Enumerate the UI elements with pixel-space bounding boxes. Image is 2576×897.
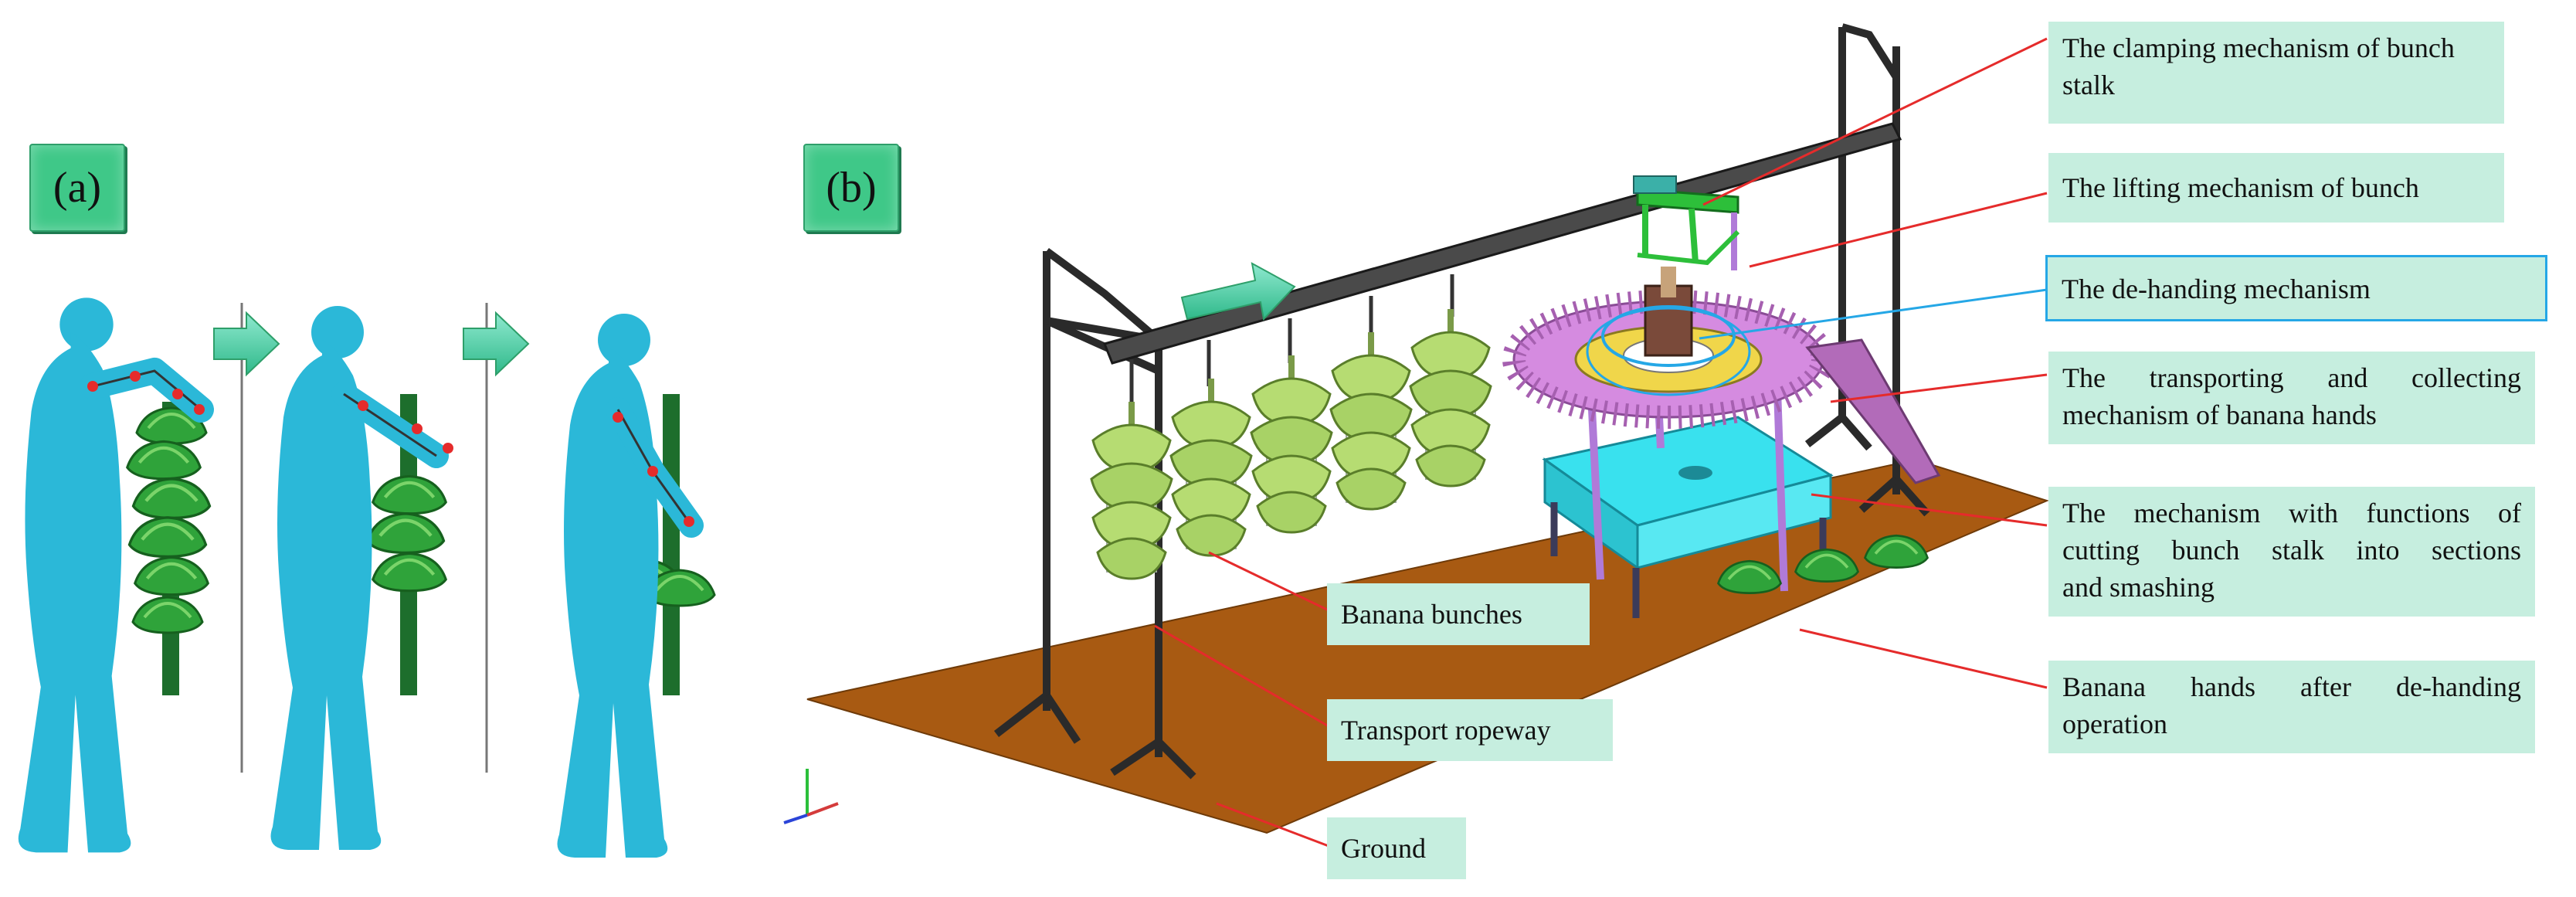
collecting-ring — [1502, 290, 1941, 484]
joint-marker — [443, 443, 453, 454]
label-ground: Ground — [1327, 817, 1466, 879]
joint-marker — [358, 400, 368, 411]
label-dehanding-mechanism: The de-handing mechanism — [2045, 255, 2547, 321]
leader-line-highlight — [1699, 288, 2048, 340]
joint-marker — [412, 423, 423, 434]
joint-marker — [194, 404, 205, 415]
label-transport-ropeway: Transport ropeway — [1327, 699, 1613, 761]
joint-marker — [613, 412, 623, 423]
operator-figure — [270, 306, 453, 850]
lifting-mechanism — [1633, 175, 1740, 270]
joint-marker — [172, 389, 183, 399]
leader-lines — [1154, 37, 2048, 848]
panel-a — [18, 297, 716, 858]
label-hands-after-dehanding: Banana hands after de-handing operation — [2048, 661, 2535, 753]
label-line: and smashing — [2062, 572, 2215, 603]
label-line: The mechanism with functions of — [2062, 498, 2521, 528]
panel-b — [783, 23, 2049, 848]
progress-arrow-icon — [1180, 262, 1296, 321]
label-cutting-mechanism: The mechanism with functions of cutting … — [2048, 487, 2535, 617]
label-transporting-mechanism: The transporting and collecting mechanis… — [2048, 352, 2535, 444]
label-banana-bunches: Banana bunches — [1327, 583, 1590, 645]
label-line: The clamping mechanism of bunch — [2062, 32, 2455, 63]
joint-marker — [684, 516, 694, 527]
label-line: stalk — [2062, 70, 2115, 100]
joint-marker — [130, 371, 141, 382]
transport-ropeway — [1102, 122, 1902, 365]
label-line: The transporting and collecting — [2062, 362, 2521, 393]
cutting-table — [1542, 416, 1834, 618]
hanging-bunches — [1091, 274, 1491, 579]
label-line: mechanism of banana hands — [2062, 399, 2377, 430]
progress-arrow-icon — [213, 311, 280, 377]
label-line: Banana hands after de-handing — [2062, 671, 2521, 702]
operator-figure — [557, 314, 716, 858]
joint-marker — [87, 381, 98, 392]
axis-triad-icon — [783, 769, 839, 824]
de-handing-core — [1586, 267, 1751, 396]
progress-arrow-icon — [463, 311, 530, 377]
label-line: cutting bunch stalk into sections — [2062, 535, 2521, 566]
operator-figure — [18, 297, 214, 853]
label-lifting-mechanism: The lifting mechanism of bunch — [2048, 153, 2504, 223]
ground-plane — [806, 458, 2049, 834]
bunch-stalk — [663, 394, 680, 695]
panel-tag-a: (a) — [29, 144, 125, 232]
label-line: operation — [2062, 708, 2167, 739]
joint-marker — [647, 466, 658, 477]
label-clamping-mechanism: The clamping mechanism of bunch stalk — [2048, 22, 2504, 124]
panel-tag-b: (b) — [803, 144, 899, 232]
